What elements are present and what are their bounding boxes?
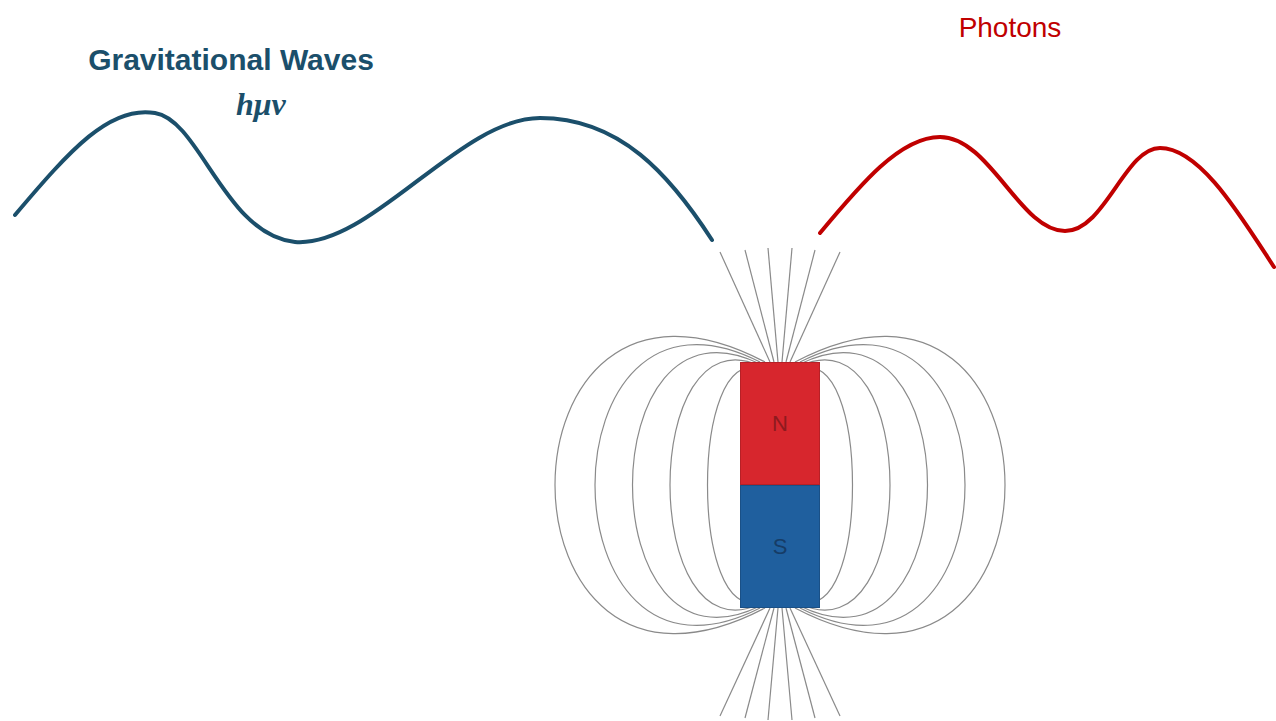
wave-label: Gravitational Waves: [88, 43, 374, 77]
photon-label: Photons: [959, 12, 1062, 44]
magnet-south-pole: S: [740, 485, 820, 608]
pole-letter: N: [772, 411, 788, 437]
field-lines: [555, 248, 1005, 720]
photon-wave: [820, 137, 1274, 267]
pole-letter: S: [773, 534, 788, 560]
tensor-symbol: hμν: [236, 86, 286, 123]
gravitational-wave: [15, 112, 712, 242]
magnet-north-pole: N: [740, 362, 820, 485]
